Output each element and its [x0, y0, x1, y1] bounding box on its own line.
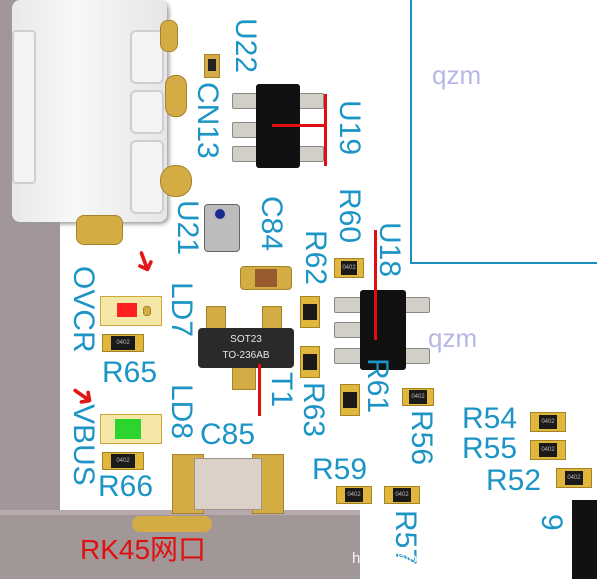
label-c84: C84 — [255, 196, 288, 252]
r65-resistor[interactable]: 0402 — [102, 334, 144, 352]
u19-pin — [296, 93, 324, 109]
label-r54: R54 — [462, 402, 518, 435]
r55-resistor[interactable]: 0402 — [530, 440, 566, 460]
r54-resistor[interactable]: 0402 — [530, 412, 566, 432]
watermark-top-right: qzm — [432, 60, 482, 90]
u18-pin — [334, 297, 362, 313]
r56-resistor[interactable]: 0402 — [402, 388, 434, 406]
ld7-led[interactable] — [100, 296, 162, 326]
watermark-middle: qzm — [428, 323, 478, 353]
annotation-line — [258, 364, 261, 416]
r59-resistor[interactable]: 0402 — [336, 486, 372, 504]
usb-pad-4 — [76, 215, 123, 245]
label-9: 9 — [535, 514, 568, 531]
label-vbus: VBUS — [67, 404, 100, 486]
annotation-line — [324, 94, 327, 166]
label-r56: R56 — [405, 410, 438, 466]
large-ic-outline — [410, 0, 597, 264]
annotation-line — [374, 230, 377, 340]
usb-connector[interactable] — [12, 0, 167, 222]
sot23-text: SOT23 — [230, 334, 262, 345]
r52-resistor[interactable]: 0402 — [556, 468, 592, 488]
rk45-annotation: RK45网口 — [80, 534, 207, 565]
u18-pin — [402, 297, 430, 313]
arrow-icon: ➜ — [124, 244, 165, 279]
r61-resistor[interactable] — [340, 384, 360, 416]
bottom-pad — [132, 516, 212, 532]
u22-part[interactable] — [204, 54, 220, 78]
r57-resistor[interactable]: 0402 — [384, 486, 420, 504]
u18-pin — [402, 348, 430, 364]
u18-pin — [334, 322, 362, 338]
r62-resistor[interactable] — [300, 296, 320, 328]
r63-resistor[interactable] — [300, 346, 320, 378]
label-c85: C85 — [200, 418, 256, 451]
c85-capacitor[interactable] — [194, 458, 262, 510]
u18-pin — [334, 348, 362, 364]
usb-pad-2 — [165, 75, 187, 117]
u21-part[interactable] — [204, 204, 240, 252]
to236ab-text: TO-236AB — [222, 350, 270, 361]
connector-body — [572, 500, 597, 579]
u18-ic[interactable] — [360, 290, 406, 370]
usb-pad-3 — [160, 165, 192, 197]
blog-watermark: https://blog.csdn.net/u012911266 — [352, 550, 573, 567]
label-cn13: CN13 — [191, 82, 224, 159]
label-u19: U19 — [333, 100, 366, 156]
label-ld7: LD7 — [165, 282, 198, 338]
label-r65: R65 — [102, 356, 158, 389]
label-r52: R52 — [486, 464, 542, 497]
ld8-led[interactable] — [100, 414, 162, 444]
label-r61: R61 — [361, 358, 394, 414]
label-r60: R60 — [333, 188, 366, 244]
label-r63: R63 — [297, 382, 330, 438]
r60-resistor[interactable]: 0402 — [334, 258, 364, 278]
t1-pad — [232, 366, 256, 390]
c84-capacitor[interactable] — [240, 266, 292, 290]
usb-pad-1 — [160, 20, 178, 52]
r66-resistor[interactable]: 0402 — [102, 452, 144, 470]
label-ld8: LD8 — [165, 384, 198, 440]
label-t1: T1 — [265, 372, 298, 408]
usb-slot-top — [130, 30, 164, 84]
usb-slot-mid — [130, 90, 164, 134]
label-r59: R59 — [312, 453, 368, 486]
usb-slot-bottom — [130, 140, 164, 214]
label-u18: U18 — [373, 222, 406, 278]
label-r55: R55 — [462, 432, 518, 465]
usb-side-shell — [12, 30, 36, 184]
label-u22: U22 — [229, 18, 262, 74]
label-ovcr: OVCR — [67, 266, 100, 353]
annotation-line — [272, 124, 324, 127]
label-r66: R66 — [98, 470, 154, 503]
label-r62: R62 — [299, 230, 332, 286]
label-u21: U21 — [171, 200, 204, 256]
t1-transistor[interactable]: SOT23 TO-236AB — [198, 328, 294, 368]
u19-pin — [296, 146, 324, 162]
